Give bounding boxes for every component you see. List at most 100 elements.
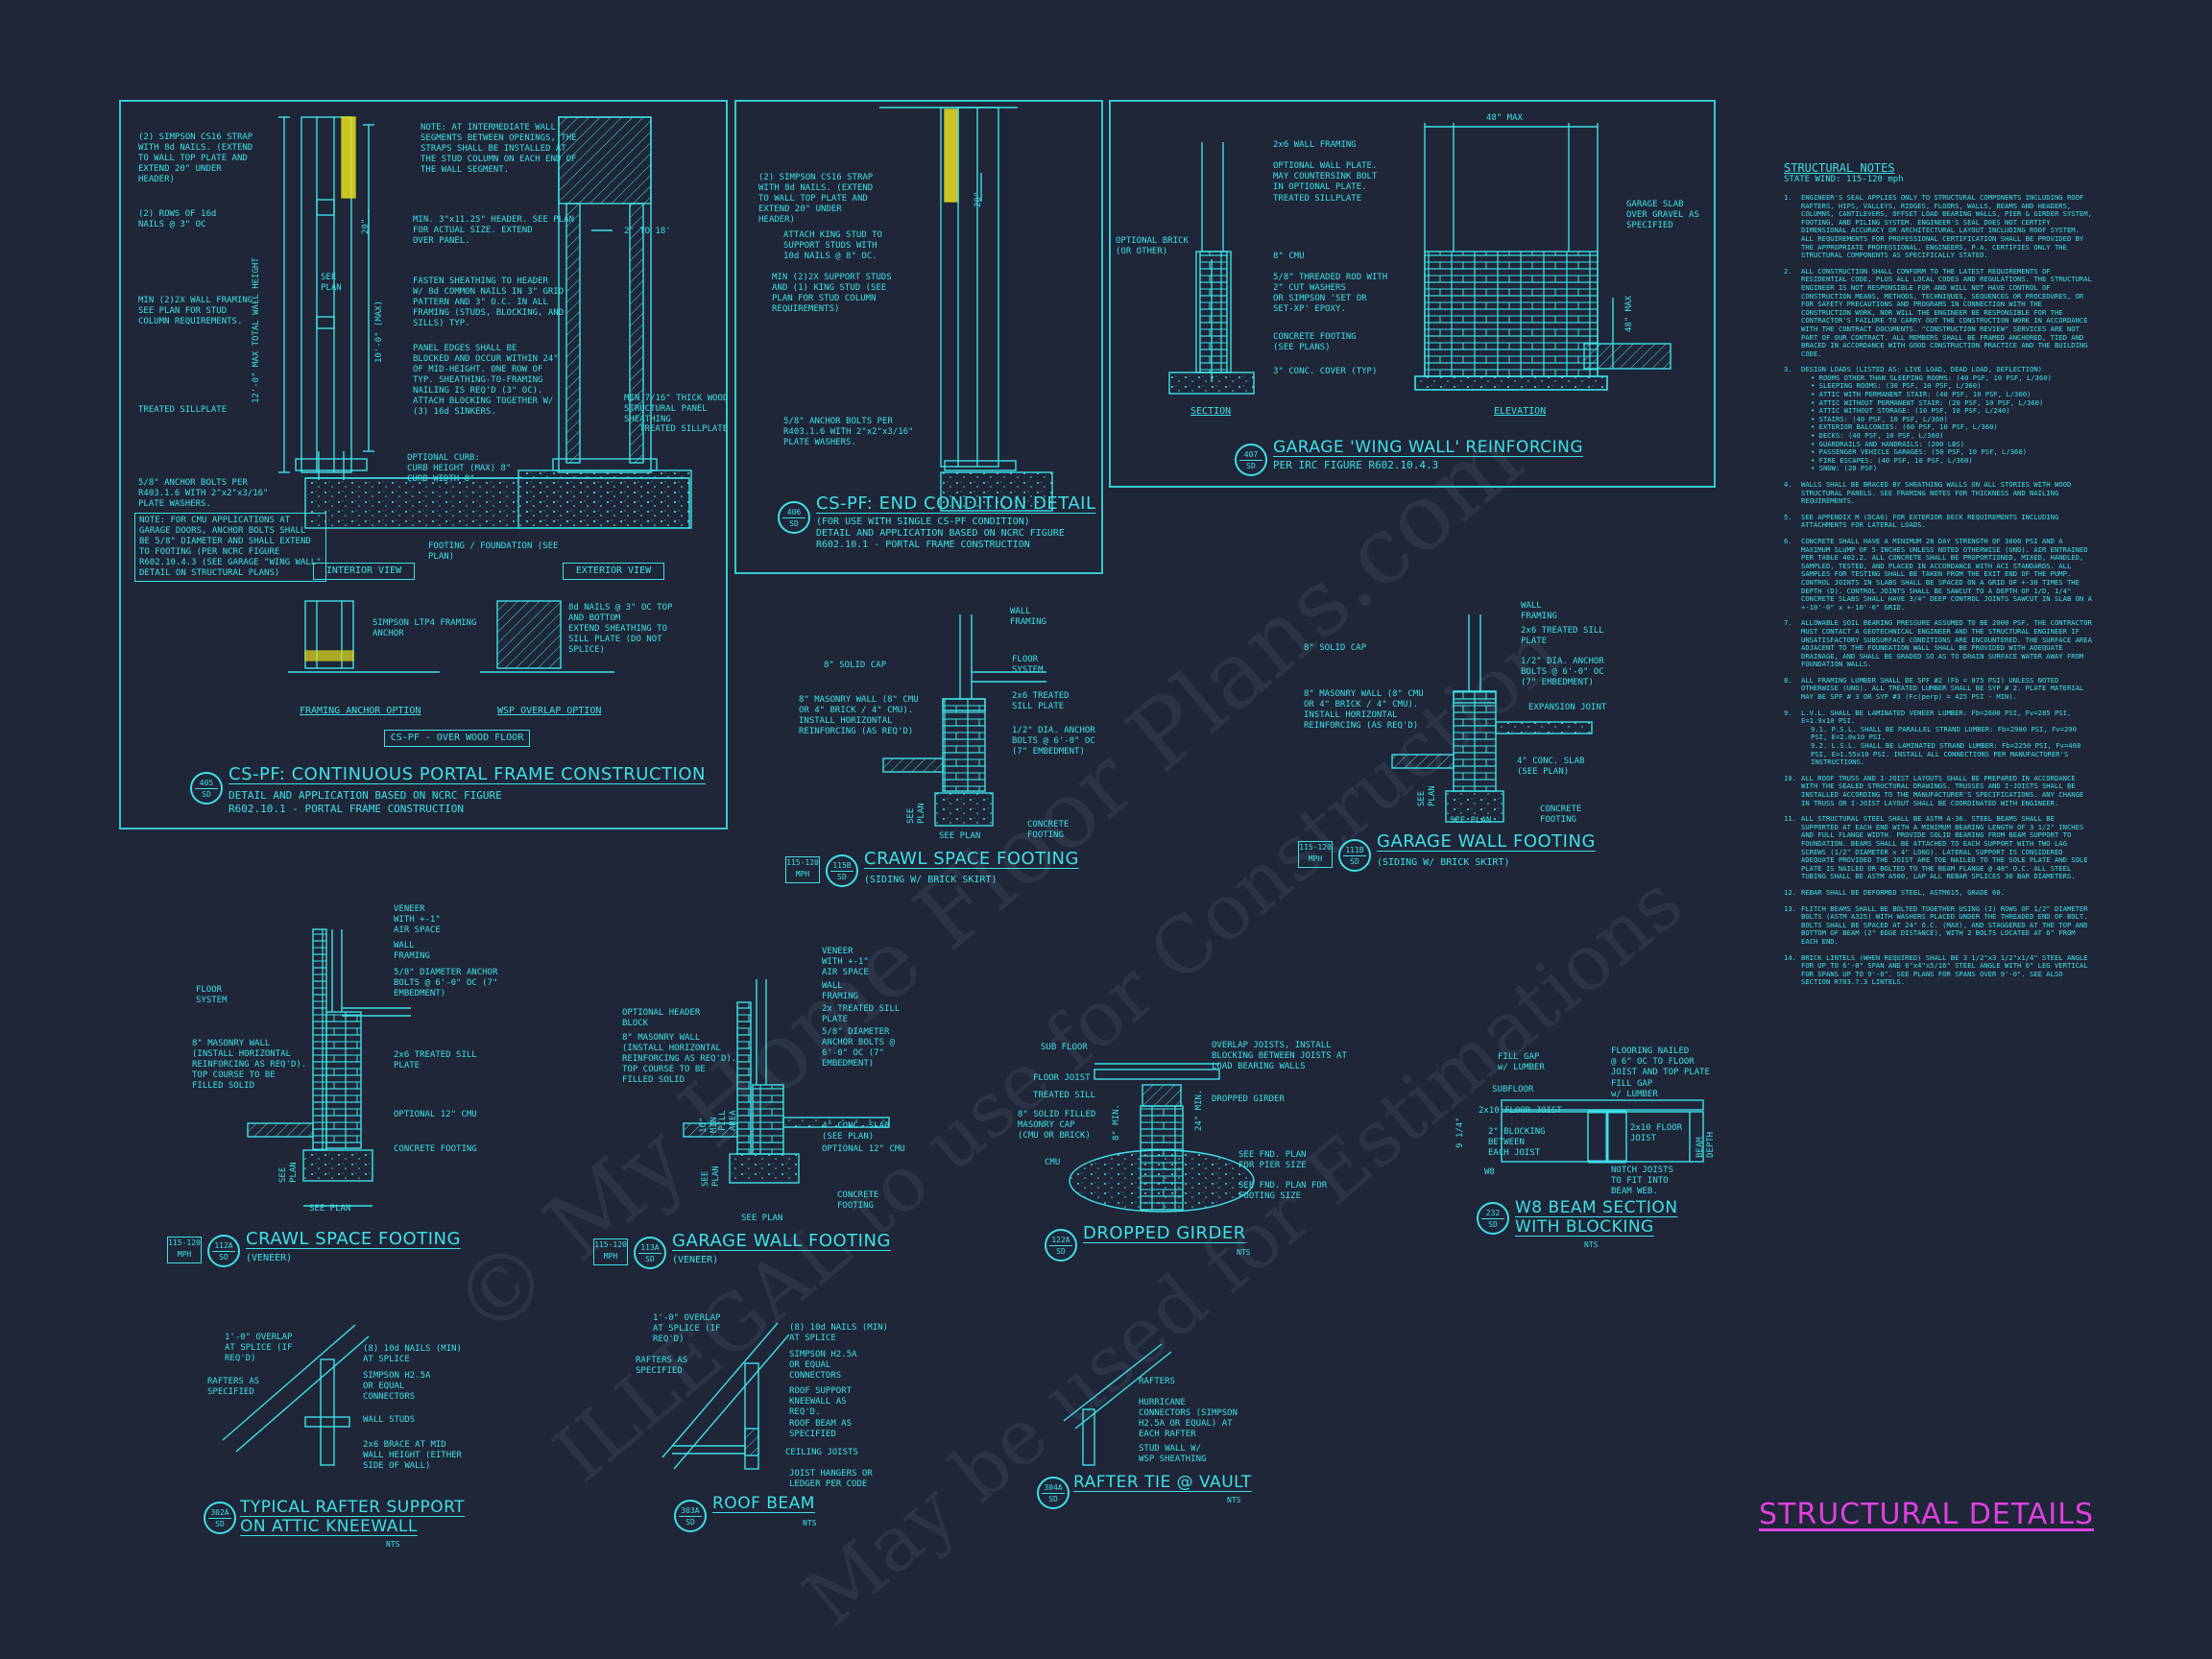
d405-label-footing: FOOTING / FOUNDATION (SEE PLAN): [428, 541, 559, 562]
d304a-label-stud-wall: STUD WALL W/ WSP SHEATHING: [1139, 1444, 1207, 1464]
d406-label-king-stud: ATTACH KING STUD TO SUPPORT STUDS WITH 1…: [783, 230, 882, 261]
d405-label-wsp-nails: 8d NAILS @ 3" OC TOP AND BOTTOM EXTEND S…: [568, 603, 673, 655]
d405-label-strap: (2) SIMPSON CS16 STRAP WITH 8d NAILS. (E…: [138, 132, 253, 184]
d112a-label-see-plan-v: SEE PLAN: [278, 1162, 299, 1183]
structural-note-text: BRICK LINTELS (WHEN REQUIRED) SHALL BE 3…: [1801, 952, 2088, 987]
detail-115b-drawing: [882, 614, 1046, 827]
structural-note-bullet: • ROOMS OTHER THAN SLEEPING ROOMS: (40 P…: [1811, 373, 2052, 382]
d232-label-9-1-4: 9 1/4": [1455, 1117, 1465, 1148]
d407-label-garage-slab: GARAGE SLAB OVER GRAVEL AS SPECIFIED: [1626, 200, 1699, 230]
structural-note-number: 9.: [1784, 708, 1792, 717]
structural-note: 5.SEE APPENDIX M (DCA6) FOR EXTERIOR DEC…: [1784, 512, 2093, 530]
structural-note: 7.ALLOWABLE SOIL BEARING PRESSURE ASSUME…: [1784, 619, 2093, 669]
d302a-nts: NTS: [386, 1540, 400, 1549]
structural-note-number: 5.: [1784, 512, 1792, 521]
structural-note-number: 8.: [1784, 675, 1792, 685]
d406-label-anchor-bolts: 5/8" ANCHOR BOLTS PER R403.1.6 WITH 2"x2…: [783, 417, 914, 447]
d302a-title: TYPICAL RAFTER SUPPORT ON ATTIC KNEEWALL: [240, 1498, 466, 1536]
d113a-label-see-plan-v: SEE PLAN: [701, 1166, 721, 1187]
structural-note-bullet: • EXTERIOR BALCONIES: (60 PSF, 10 PSF, L…: [1811, 422, 1998, 432]
structural-note-text: L.V.L. SHALL BE LAMINATED VENEER LUMBER:…: [1801, 708, 2072, 726]
structural-note-number: 3.: [1784, 365, 1792, 374]
d405-framing-anchor-option: FRAMING ANCHOR OPTION: [300, 706, 421, 716]
d111b-mph: 115-120 MPH: [1298, 841, 1333, 868]
detail-406-drawing: [879, 107, 1053, 512]
d232-label-fill-gap-2: FILL GAP w/ LUMBER: [1611, 1079, 1658, 1099]
structural-notes-state: STATE WIND: 115-120 mph: [1784, 175, 1904, 184]
structural-note-subitem: 9.2. L.S.L. SHALL BE LAMINATED STRAND LU…: [1811, 741, 2081, 767]
structural-note-number: 1.: [1784, 193, 1792, 202]
d113a-subtitle: (VENEER): [672, 1255, 719, 1265]
structural-note-bullet: • ATTIC WITHOUT STORAGE: (10 PSF, 10 PSF…: [1811, 406, 2010, 416]
d111b-label-sill-plate: 2x6 TREATED SILL PLATE: [1521, 626, 1604, 646]
d122a-label-footing-size: SEE FND. PLAN FOR FOOTING SIZE: [1238, 1181, 1328, 1201]
d232-label-subfloor: SUBFLOOR: [1492, 1085, 1534, 1094]
d111b-label-expansion-joint: EXPANSION JOINT: [1528, 703, 1607, 712]
d113a-title: GARAGE WALL FOOTING: [672, 1231, 891, 1251]
d122a-label-pier-size: SEE FND. PLAN FOR PIER SIZE: [1238, 1150, 1307, 1170]
d304a-label-hurricane: HURRICANE CONNECTORS (SIMPSON H2.5A OR E…: [1139, 1398, 1238, 1439]
d111b-label-conc-slab: 4" CONC. SLAB (SEE PLAN): [1517, 757, 1585, 777]
d407-dim-48-side: 48" MAX: [1624, 296, 1634, 332]
d405-over-wood-floor: CS-PF - OVER WOOD FLOOR: [384, 730, 530, 747]
d112a-label-floor-system: FLOOR SYSTEM: [196, 985, 228, 1005]
d303a-nts: NTS: [803, 1519, 817, 1527]
d405-dim-wall-height: 12'-0" MAX TOTAL WALL HEIGHT: [252, 257, 261, 403]
d405-exterior-view-label: EXTERIOR VIEW: [563, 563, 664, 580]
d232-label-w8: W8: [1484, 1167, 1495, 1177]
d407-label-wall-framing: 2x6 WALL FRAMING: [1273, 140, 1357, 150]
d302a-label-overlap: 1'-0" OVERLAP AT SPLICE (IF REQ'D): [225, 1333, 293, 1363]
d113a-label-masonry-wall: 8" MASONRY WALL (INSTALL HORIZONTAL REIN…: [622, 1033, 737, 1085]
d303a-label-simpson: SIMPSON H2.5A OR EQUAL CONNECTORS: [789, 1350, 857, 1381]
d232-label-beam-depth: BEAM DEPTH: [1695, 1131, 1716, 1158]
structural-note-bullet: • FIRE ESCAPES: (40 PSF, 10 PSF, L/360): [1811, 455, 1973, 465]
structural-note-number: 7.: [1784, 618, 1792, 628]
d112a-label-masonry-wall: 8" MASONRY WALL (INSTALL HORIZONTAL REIN…: [192, 1039, 307, 1091]
d304a-title: RAFTER TIE @ VAULT: [1073, 1473, 1252, 1492]
structural-note-bullet: • GUARDRAILS AND HANDRAILS: (200 LBS): [1811, 439, 1965, 448]
d112a-label-concrete-footing: CONCRETE FOOTING: [394, 1144, 477, 1154]
d405-label-ltp4: SIMPSON LTP4 FRAMING ANCHOR: [373, 618, 477, 638]
d406-label-strap: (2) SIMPSON CS16 STRAP WITH 8d NAILS. (E…: [758, 173, 874, 225]
d112a-label-anchor-bolts: 5/8" DIAMETER ANCHOR BOLTS @ 6'-0" OC (7…: [394, 968, 498, 998]
d407-dim-48-top: 48" MAX: [1486, 113, 1523, 123]
d303a-label-kneewall: ROOF SUPPORT KNEEWALL AS REQ'D.: [789, 1386, 853, 1417]
d115b-subtitle: (SIDING W/ BRICK SKIRT): [864, 875, 998, 885]
d405-label-treated-sill-ext: TREATED SILLPLATE: [639, 424, 729, 434]
d407-label-wall-plate: OPTIONAL WALL PLATE. MAY COUNTERSINK BOL…: [1273, 161, 1378, 192]
d112a-mph: 115-120 MPH: [167, 1237, 202, 1263]
d232-label-fill-gap-1: FILL GAP w/ LUMBER: [1498, 1052, 1545, 1072]
d232-label-flooring: FLOORING NAILED @ 6" OC TO FLOOR JOIST A…: [1611, 1046, 1710, 1077]
structural-note-number: 2.: [1784, 266, 1792, 276]
structural-note: 8. ALL FRAMING LUMBER SHALL BE SPF #2 (Fb…: [1784, 675, 2093, 702]
structural-note-text: FLITCH BEAMS SHALL BE BOLTED TOGETHER US…: [1801, 903, 2088, 946]
d302a-label-wall-studs: WALL STUDS: [363, 1415, 416, 1425]
d407-label-concrete-footing: CONCRETE FOOTING (SEE PLANS): [1273, 332, 1357, 352]
structural-note-bullet: • SLEEPING ROOMS: (30 PSF, 10 PSF, L/360…: [1811, 381, 1982, 391]
d115b-label-solid-cap: 8" SOLID CAP: [824, 661, 887, 670]
d405-label-optional-curb: OPTIONAL CURB: CURB HEIGHT (MAX) 8" CURB…: [407, 453, 512, 484]
d406-dim-20in: 20": [974, 191, 983, 207]
d302a-label-rafters: RAFTERS AS SPECIFIED: [207, 1377, 260, 1397]
structural-note-text: DESIGN LOADS (LISTED AS: LIVE LOAD, DEAD…: [1801, 365, 2042, 374]
d405-title: CS-PF: CONTINUOUS PORTAL FRAME CONSTRUCT…: [228, 764, 706, 784]
structural-note-text: ALL FRAMING LUMBER SHALL BE SPF #2 (Fb =…: [1801, 675, 2084, 702]
structural-note-text: CONCRETE SHALL HAVE A MINIMUM 28 DAY STR…: [1801, 536, 2092, 612]
d122a-label-floor-joist: FLOOR JOIST: [1033, 1073, 1091, 1083]
d113a-label-wall-framing: WALL FRAMING: [822, 981, 858, 1001]
structural-note-number: 10.: [1784, 773, 1796, 782]
d111b-label-concrete-footing: CONCRETE FOOTING: [1540, 805, 1582, 825]
d405-label-nails: (2) ROWS OF 16d NAILS @ 3" OC: [138, 209, 217, 229]
frame-detail-406: [734, 100, 1103, 574]
d122a-label-24-min: 24" MIN.: [1194, 1089, 1204, 1131]
d113a-label-header-block: OPTIONAL HEADER BLOCK: [622, 1008, 701, 1028]
d304a-nts: NTS: [1227, 1496, 1241, 1504]
d112a-subtitle: (VENEER): [246, 1253, 293, 1263]
detail-232-drawing: [1501, 1099, 1704, 1164]
d407-label-conc-cover: 3" CONC. COVER (TYP): [1273, 367, 1378, 376]
